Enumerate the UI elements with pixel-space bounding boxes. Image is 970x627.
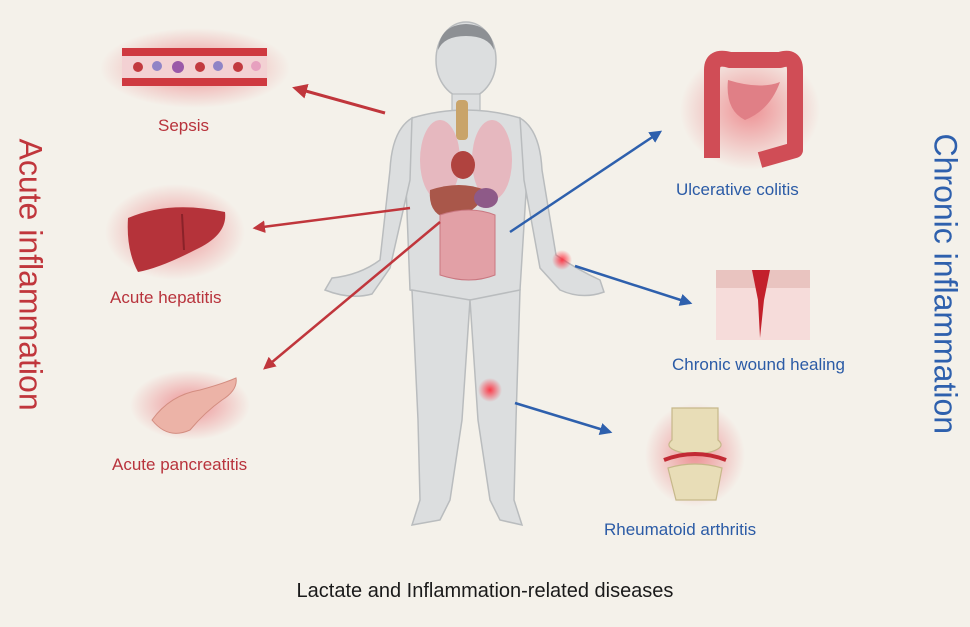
arrow-to-hepatitis [252, 206, 411, 233]
figure-caption: Lactate and Inflammation-related disease… [296, 580, 674, 602]
wrist-inflammation-spot [552, 250, 572, 270]
blood-vessel-icon [100, 28, 290, 108]
arrow-to-wound [574, 264, 693, 306]
colon-icon [680, 50, 820, 170]
pancreas-icon [130, 370, 250, 440]
label-acute-hepatitis: Acute hepatitis [110, 288, 222, 307]
arrow-to-sepsis [292, 83, 386, 115]
liver-icon [105, 184, 245, 280]
label-sepsis: Sepsis [158, 116, 210, 135]
label-rheumatoid-arthritis: Rheumatoid arthritis [604, 520, 757, 539]
acute-inflammation-title: Acute inflammation [12, 138, 49, 411]
chronic-inflammation-title: Chronic inflammation [927, 133, 964, 435]
skin-wound-icon [716, 270, 810, 340]
label-acute-pancreatitis: Acute pancreatitis [112, 455, 248, 474]
label-ulcerative-colitis: Ulcerative colitis [676, 180, 799, 199]
knee-inflammation-spot [478, 378, 502, 402]
arrow-to-pancreatitis [263, 221, 441, 370]
knee-joint-icon [645, 403, 745, 507]
arrow-to-arthritis [514, 401, 613, 436]
label-chronic-wound-healing: Chronic wound healing [672, 355, 845, 374]
human-body-icon [323, 21, 605, 527]
arrow-to-colitis [509, 130, 663, 234]
